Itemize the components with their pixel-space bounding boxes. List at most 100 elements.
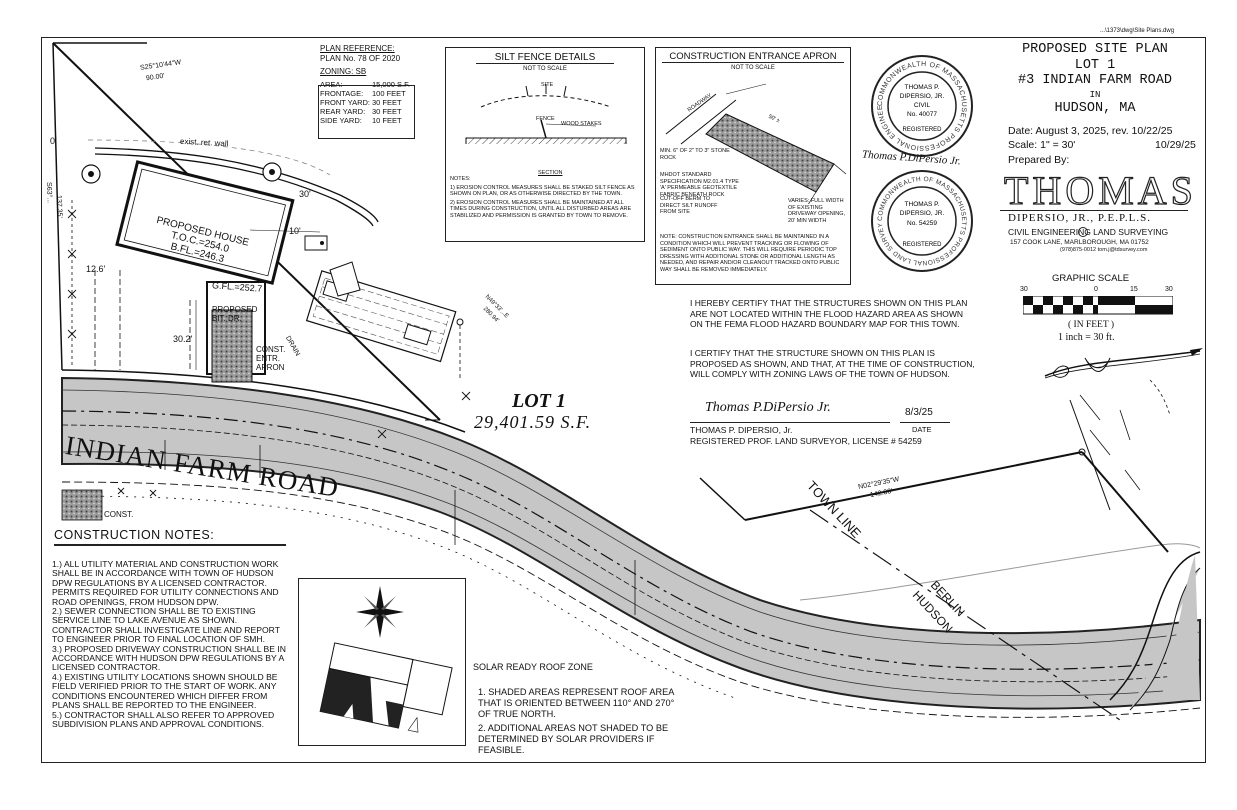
silt-note-2: 2) EROSION CONTROL MEASURES SHALL BE MAI… <box>450 199 632 219</box>
entrance-mhd: MHDOT STANDARD SPECIFICATION M2.01.4 TYP… <box>660 172 739 198</box>
title-rev2: 10/29/25 <box>1155 139 1196 151</box>
dim-30: 30' <box>299 189 311 199</box>
signature-line <box>690 422 890 423</box>
title-line5: HUDSON, MA <box>1054 101 1136 116</box>
entrance-title: CONSTRUCTION ENTRANCE APRON <box>662 51 844 63</box>
construction-note-4: 4.) EXISTING UTILITY LOCATIONS SHOWN SHO… <box>52 671 278 711</box>
globe-icon <box>1078 227 1088 237</box>
silt-section-label: SECTION <box>538 170 563 176</box>
title-line3: #3 INDIAN FARM ROAD <box>1018 73 1172 88</box>
silt-notes-title: NOTES: <box>450 176 471 182</box>
firm-contact: (978)875-0012 tom.j@tdsurvey.com <box>1060 247 1148 253</box>
engineer-seal-civil: CIVIL <box>914 102 931 109</box>
engineer-seal: COMMONWEALTH OF MASSACHUSETTS PROFESSION… <box>869 53 973 157</box>
const-entrance-label: CONST. ENTR. APRON <box>256 345 286 372</box>
engineer-seal-name2: DIPERSIO, JR. <box>900 93 945 100</box>
zoning-row: SIDE YARD:10 FEET <box>320 116 402 125</box>
zoning: ZONING: SB <box>320 67 367 76</box>
plan-reference-title: PLAN REFERENCE: <box>320 44 395 53</box>
const-short-label: CONST. <box>104 510 134 519</box>
plan-reference-number: PLAN No. 78 OF 2020 <box>320 54 401 63</box>
dim-12-6: 12.6' <box>86 264 106 274</box>
certification-license: REGISTERED PROF. LAND SURVEYOR, LICENSE … <box>690 436 922 446</box>
silt-notes: NOTES: 1) EROSION CONTROL MEASURES SHALL… <box>450 176 638 219</box>
entrance-note: NOTE: CONSTRUCTION ENTRANCE SHALL BE MAI… <box>660 234 840 273</box>
title-date: Date: August 3, 2025, rev. 10/22/25 <box>1008 125 1173 137</box>
firm-address: 157 COOK LANE, MARLBOROUGH, MA 01752 <box>1010 239 1149 246</box>
entrance-width: VARIES: FULL WIDTH OF EXISTING DRIVEWAY … <box>788 198 846 224</box>
graphic-scale-unit: ( IN FEET ) <box>1068 320 1114 330</box>
silt-wood-label: WOOD STAKES <box>561 121 602 127</box>
bearing-3: S63°... <box>45 182 53 204</box>
proposed-house <box>115 160 295 285</box>
surveyor-seal-name1: THOMAS P. <box>905 201 940 208</box>
solar-item-2: 2. ADDITIONAL AREAS NOT SHADED TO BE DET… <box>478 723 669 755</box>
surveyor-seal-registered: REGISTERED <box>902 242 942 248</box>
graphic-scale-ratio: 1 inch = 30 ft. <box>1058 332 1115 343</box>
zoning-row: FRONT YARD:30 FEET <box>320 98 402 107</box>
silt-fence-details: SILT FENCE DETAILS NOT TO SCALE SITE FEN… <box>445 47 645 242</box>
scale-tick-30-right: 30 <box>1165 286 1173 293</box>
certification-name: THOMAS P. DIPERSIO, Jr. <box>690 425 793 435</box>
date-line <box>900 422 950 423</box>
scale-tick-0: 0 <box>1094 286 1098 293</box>
scale-tick-30-left: 30 <box>1020 286 1028 293</box>
title-line4: IN <box>1089 90 1101 100</box>
certification-date-label: DATE <box>912 425 932 434</box>
construction-note-5: 5.) CONTRACTOR SHALL ALSO REFER TO APPRO… <box>52 709 275 729</box>
zoning-row: REAR YARD:30 FEET <box>320 107 402 116</box>
engineer-seal-name1: THOMAS P. <box>905 84 940 91</box>
dim-0: 0' <box>50 136 57 146</box>
silt-fence-subtitle: NOT TO SCALE <box>523 66 567 72</box>
construction-entrance <box>211 309 253 383</box>
title-block: PROPOSED SITE PLAN LOT 1 #3 INDIAN FARM … <box>990 42 1200 116</box>
firm-name: DIPERSIO, JR., P.E.P.L.S. <box>1008 212 1151 224</box>
zoning-row: AREA:15,000 S.F. <box>320 80 410 89</box>
graphic-scale-bar <box>1023 296 1173 315</box>
entrance-diagram <box>665 83 847 204</box>
firm-services: CIVIL ENGINEERING LAND SURVEYING <box>1008 227 1169 237</box>
silt-fence-diagram <box>465 84 627 144</box>
scale-tick-15: 15 <box>1130 286 1138 293</box>
construction-notes-underline <box>54 544 286 546</box>
surveyor-seal-name2: DIPERSIO, JR. <box>900 210 945 217</box>
entrance-min6: MIN. 6" OF 2" TO 3" STONE ROCK <box>660 148 730 161</box>
graphic-scale-title: GRAPHIC SCALE <box>1052 273 1130 284</box>
compass-rose-icon <box>356 586 404 638</box>
surveyor-seal-license: No. 54259 <box>907 220 937 227</box>
lot-label: LOT 1 <box>512 390 566 412</box>
zoning-table: AREA:15,000 S.F. FRONTAGE:100 FEET FRONT… <box>320 80 410 125</box>
solar-title: SOLAR READY ROOF ZONE <box>473 662 593 672</box>
dim-10: 10' <box>289 226 301 236</box>
file-path: ...\1373\dwg\Site Plans.dwg <box>1100 28 1175 34</box>
title-line2: LOT 1 <box>1074 58 1116 73</box>
engineer-seal-license: No. 40077 <box>907 111 937 118</box>
zoning-row: FRONTAGE:100 FEET <box>320 89 406 98</box>
construction-note-1: 1.) ALL UTILITY MATERIAL AND CONSTRUCTIO… <box>52 559 279 607</box>
certification-signature: Thomas P.DiPersio Jr. <box>705 400 831 415</box>
certification-flood: I HEREBY CERTIFY THAT THE STRUCTURES SHO… <box>690 298 968 329</box>
driveway-label: PROPOSED BIT. DR. <box>212 305 258 323</box>
construction-note-3: 3.) PROPOSED DRIVEWAY CONSTRUCTION SHALL… <box>52 643 286 673</box>
certification-date: 8/3/25 <box>905 407 933 418</box>
zoning-box <box>318 85 415 139</box>
silt-fence-title: SILT FENCE DETAILS <box>476 52 614 64</box>
certification-zoning: I CERTIFY THAT THE STRUCTURE SHOWN ON TH… <box>690 348 975 379</box>
solar-item-1: 1. SHADED AREAS REPRESENT ROOF AREA THAT… <box>478 687 675 719</box>
solar-roof-diagram <box>319 642 453 733</box>
silt-site-label: SITE <box>541 82 554 88</box>
construction-note-2: 2.) SEWER CONNECTION SHALL BE TO EXISTIN… <box>52 606 280 645</box>
firm-logo: THOMAS <box>1003 168 1197 213</box>
surveyor-seal: COMMONWEALTH OF MASSACHUSETTS PROFESSION… <box>869 168 973 272</box>
construction-notes-list: 1.) ALL UTILITY MATERIAL AND CONSTRUCTIO… <box>52 559 292 729</box>
firm-logo-underline <box>1000 210 1188 211</box>
title-line1: PROPOSED SITE PLAN <box>1022 42 1168 57</box>
title-scale: Scale: 1" = 30' <box>1008 139 1076 151</box>
distance-3: 137.35' <box>55 195 63 218</box>
engineer-seal-registered: REGISTERED <box>902 127 942 133</box>
silt-fence-label: FENCE <box>536 116 555 122</box>
entrance-subtitle: NOT TO SCALE <box>731 65 775 71</box>
construction-entrance-details: CONSTRUCTION ENTRANCE APRON NOT TO SCALE… <box>655 47 851 285</box>
silt-note-1: 1) EROSION CONTROL MEASURES SHALL BE STA… <box>450 184 635 198</box>
